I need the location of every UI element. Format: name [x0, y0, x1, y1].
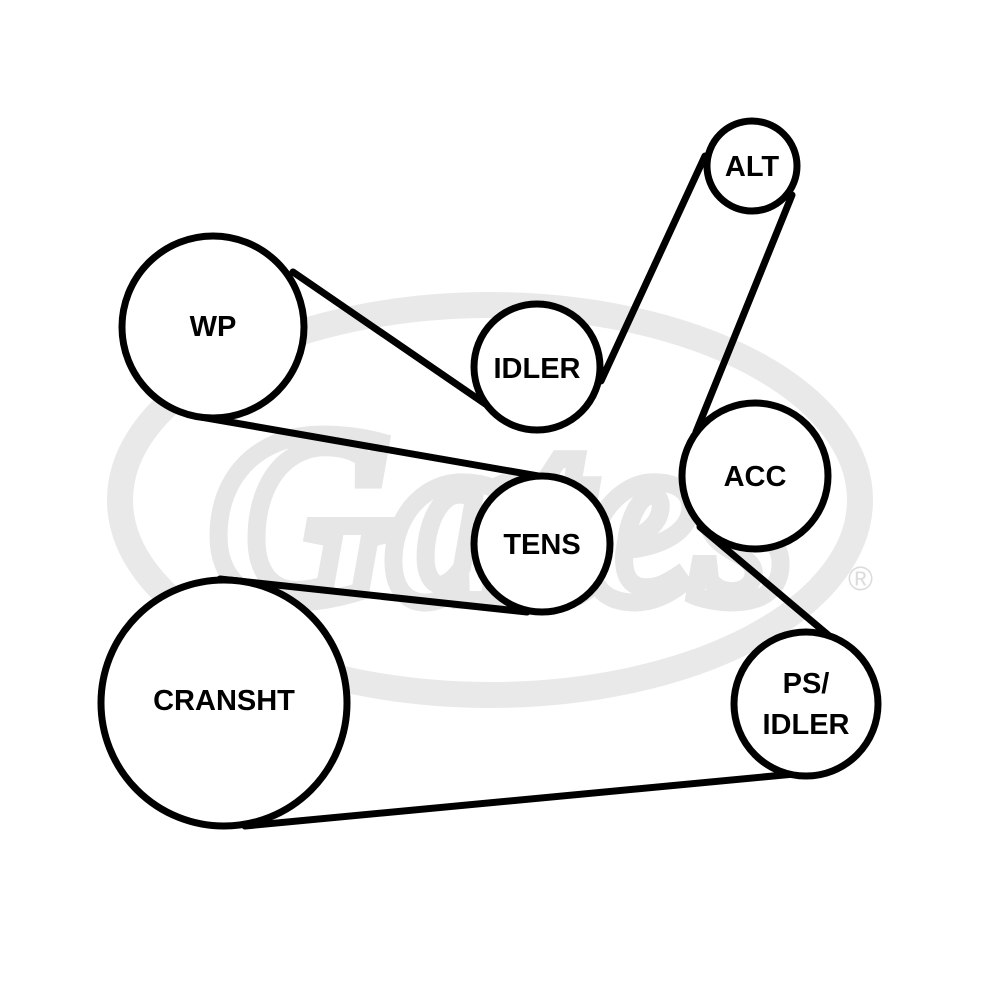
pulley-cranshaft: CRANSHT: [97, 576, 351, 830]
pulley-alt-circle: [703, 117, 801, 215]
belt-segment-wp-to-tens: [191, 412, 571, 485]
pulley-idler-circle: [470, 300, 604, 434]
pulley-wp: WP: [118, 232, 308, 422]
pulley-ps-idler-label-line2: IDLER: [763, 709, 850, 741]
pulley-cranshaft-label: CRANSHT: [153, 685, 295, 717]
pulley-wp-circle: [118, 232, 308, 422]
pulley-alt: ALT: [703, 117, 801, 215]
pulley-ps-idler-circle: [730, 628, 882, 780]
belt-segment-alt-to-acc: [692, 191, 796, 436]
pulley-acc: ACC: [678, 399, 832, 553]
pulley-wp-label: WP: [190, 311, 237, 343]
pulley-cranshaft-circle: [97, 576, 351, 830]
pulley-tens-label: TENS: [503, 529, 580, 561]
belt-segment-crank-to-tens: [216, 575, 531, 616]
pulley-tens: TENS: [470, 472, 614, 616]
belt-segment-psidler-to-crank: [241, 769, 809, 830]
belt-segment-alt-to-idler: [597, 152, 709, 385]
serpentine-belt: [191, 152, 844, 830]
pulley-acc-label: ACC: [724, 461, 787, 493]
pulley-idler: IDLER: [470, 300, 604, 434]
pulley-tens-circle: [470, 472, 614, 616]
pulley-acc-circle: [678, 399, 832, 553]
pulley-ps-idler: PS/ IDLER: [730, 628, 882, 780]
registered-mark: ®: [848, 560, 873, 598]
belt-segment-wp-to-idler: [289, 268, 501, 416]
pulley-idler-label: IDLER: [494, 353, 581, 385]
pulley-ps-idler-label-line1: PS/: [783, 668, 830, 700]
watermark-oval: [107, 292, 873, 708]
pulley-alt-label: ALT: [725, 151, 780, 183]
belt-segment-acc-to-psidler: [696, 523, 844, 649]
